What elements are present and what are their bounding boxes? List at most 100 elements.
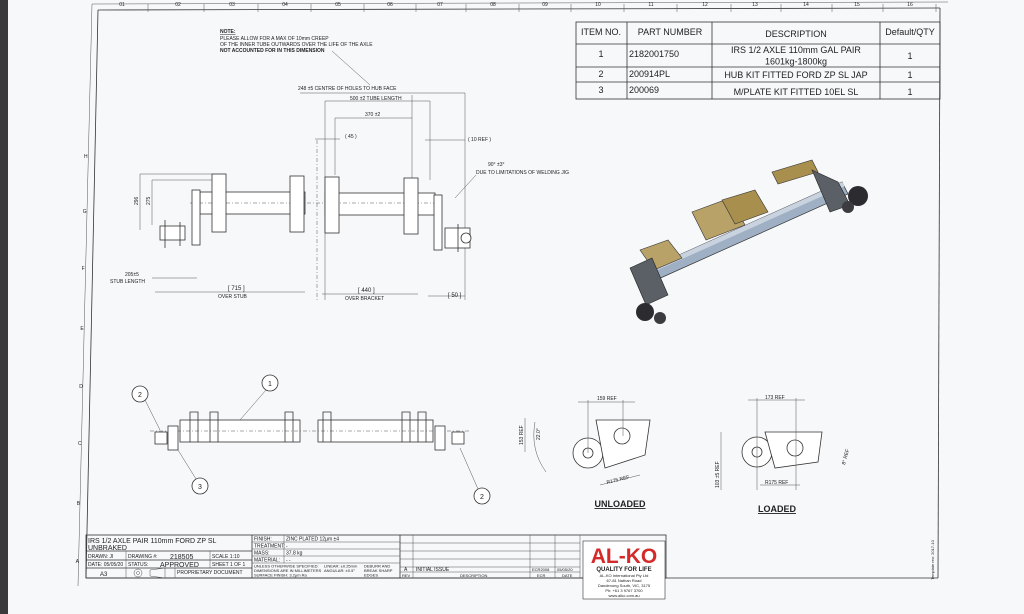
drawing-no-label: DRAWING #: bbox=[128, 554, 158, 560]
dim-angle: 90° ±3° bbox=[488, 162, 504, 168]
bom-row-1-qty: 1 bbox=[907, 51, 912, 61]
company-website: www.alko.com.au bbox=[608, 593, 639, 598]
company-address: 67-81 Nathan Road bbox=[607, 578, 642, 583]
dim-welding-note: DUE TO LIMITATIONS OF WELDING JIG bbox=[476, 170, 569, 176]
unloaded-view: 159 REF 153 REF 22.0° R175 REF UNLOADED bbox=[519, 396, 651, 509]
bom-row-2-part: 200914PL bbox=[629, 69, 670, 79]
bom-row-3-item: 3 bbox=[598, 85, 603, 95]
loaded-view: 173 REF 103 ±5 REF R175 REF 8° REF LOADE… bbox=[715, 395, 851, 514]
column-label: 07 bbox=[437, 2, 443, 8]
revision-ecr: ECR2008 bbox=[532, 567, 550, 572]
alko-logo: AL-KO QUALITY FOR LIFE AL-KO Internation… bbox=[582, 540, 666, 600]
finish-label: FINISH: bbox=[254, 537, 272, 543]
balloon-3: 3 bbox=[198, 484, 202, 491]
ecr-header: ECR bbox=[537, 573, 546, 578]
bom-row-3-part: 200069 bbox=[629, 85, 659, 95]
company-address: Dandenong South, VIC, 3175 bbox=[598, 583, 651, 588]
deburr-note: EDGES bbox=[364, 573, 378, 578]
dim-159: 159 REF bbox=[597, 396, 617, 402]
dim-r175: R175 REF bbox=[606, 474, 630, 485]
axle-isometric-view bbox=[629, 159, 868, 324]
bom-row-1-part: 2182001750 bbox=[629, 49, 679, 59]
balloon-2: 2 bbox=[138, 392, 142, 399]
column-label: 15 bbox=[854, 2, 860, 8]
balloon-2: 2 bbox=[480, 494, 484, 501]
deburr-note: BREAK SHARP bbox=[364, 568, 393, 573]
column-label: 08 bbox=[490, 2, 496, 8]
bom-row-2-item: 2 bbox=[598, 69, 603, 79]
dim-45: ( 45 ) bbox=[345, 134, 357, 140]
column-label: 16 bbox=[907, 2, 913, 8]
bom-row-3-desc: M/PLATE KIT FITTED 10EL SL bbox=[734, 87, 859, 97]
column-label: 10 bbox=[595, 2, 601, 8]
revision-description: INITIAL ISSUE bbox=[416, 567, 450, 573]
dim-440: [ 440 ] bbox=[358, 288, 375, 294]
status-label: STATUS: bbox=[128, 562, 148, 568]
scale: SCALE 1:10 bbox=[212, 554, 240, 560]
column-label: 06 bbox=[387, 2, 393, 8]
drawing-subtitle: UNBRAKED bbox=[88, 545, 127, 552]
bom-row-2-qty: 1 bbox=[907, 70, 912, 80]
dim-370: 370 ±2 bbox=[365, 112, 380, 118]
bom-header-item: ITEM NO. bbox=[581, 27, 621, 37]
projection-symbol-icon bbox=[133, 567, 166, 579]
row-label: E bbox=[80, 326, 84, 332]
dim-173: 173 REF bbox=[765, 395, 785, 401]
balloon-1: 1 bbox=[268, 381, 272, 388]
bom-row-3-qty: 1 bbox=[907, 87, 912, 97]
treatment: - bbox=[286, 544, 288, 550]
sheet-size: A3 bbox=[100, 572, 108, 578]
finish: ZINC PLATED 12µm ±4 bbox=[286, 537, 339, 543]
material-label: MATERIAL: bbox=[254, 558, 280, 564]
dim-over-stub: OVER STUB bbox=[218, 294, 248, 300]
bom-header-part: PART NUMBER bbox=[638, 27, 703, 37]
note-line: OF THE INNER TUBE OUTWARDS OVER THE LIFE… bbox=[220, 42, 373, 48]
dim-stub: 205±5 bbox=[125, 272, 139, 278]
dim-50: [ 50 ] bbox=[448, 293, 462, 299]
bom-header-qty: Default/QTY bbox=[885, 27, 935, 37]
revision-date: 05/05/20 bbox=[557, 567, 573, 572]
dim-over-bracket: OVER BRACKET bbox=[345, 296, 384, 302]
view-label-loaded: LOADED bbox=[758, 504, 797, 514]
row-label: A bbox=[76, 559, 80, 565]
dim-r175: R175 REF bbox=[765, 480, 788, 486]
material: - - bbox=[286, 558, 291, 564]
column-label: 04 bbox=[282, 2, 288, 8]
bom-row-2-desc: HUB KIT FITTED FORD ZP SL JAP bbox=[724, 70, 867, 80]
deburr-note: DEBURR AND bbox=[364, 564, 390, 569]
tolerance-note: UNLESS OTHERWISE SPECIFIED: bbox=[254, 564, 319, 569]
dim-103: 103 ±5 REF bbox=[715, 461, 721, 488]
dim-centres: 248 ±5 CENTRE OF HOLES TO HUB FACE bbox=[298, 86, 397, 92]
dim-10: ( 10 REF ) bbox=[468, 137, 491, 143]
column-label: 11 bbox=[648, 2, 653, 8]
logo-tagline: QUALITY FOR LIFE bbox=[596, 567, 651, 573]
tolerance-note: DIMENSIONS ARE IN MILLIMETERS bbox=[254, 568, 322, 573]
drawn-by: DRAWN: JI bbox=[88, 554, 113, 560]
proprietary-note: PROPRIETARY DOCUMENT bbox=[177, 570, 243, 576]
dim-8-deg: 8° REF bbox=[841, 448, 851, 465]
company-name: AL-KO International Pty Ltd bbox=[600, 573, 649, 578]
bom-row-1-desc2: 1601kg-1800kg bbox=[765, 57, 827, 67]
tolerance-note: ANGULAR: ±0.5° bbox=[324, 568, 355, 573]
treatment-label: TREATMENT: bbox=[254, 544, 285, 550]
dim-stub-label: STUB LENGTH bbox=[110, 279, 145, 285]
drawing-title: IRS 1/2 AXLE PAIR 110mm FORD ZP SL bbox=[88, 538, 216, 545]
tolerance-note: LINEAR: ±0.25mm bbox=[324, 564, 358, 569]
scan-edge bbox=[0, 0, 8, 614]
row-label: H bbox=[84, 154, 88, 160]
date: DATE: 05/05/20 bbox=[88, 562, 123, 568]
column-label: 05 bbox=[335, 2, 341, 8]
dim-153: 153 REF bbox=[519, 425, 525, 445]
bom-row-1-item: 1 bbox=[598, 49, 603, 59]
title-block: IRS 1/2 AXLE PAIR 110mm FORD ZP SL UNBRA… bbox=[85, 534, 667, 579]
column-label: 09 bbox=[542, 2, 548, 8]
column-label: 02 bbox=[175, 2, 181, 8]
column-label: 03 bbox=[229, 2, 235, 8]
rev-header: REV bbox=[402, 573, 411, 578]
note-line: NOT ACCOUNTED FOR IN THIS DIMENSION bbox=[220, 48, 325, 54]
drawing-number: 218505 bbox=[170, 554, 193, 561]
dim-22-deg: 22.0° bbox=[536, 428, 542, 440]
row-label: D bbox=[79, 384, 83, 390]
template-note: Template rev: 2017-10 bbox=[930, 539, 935, 580]
